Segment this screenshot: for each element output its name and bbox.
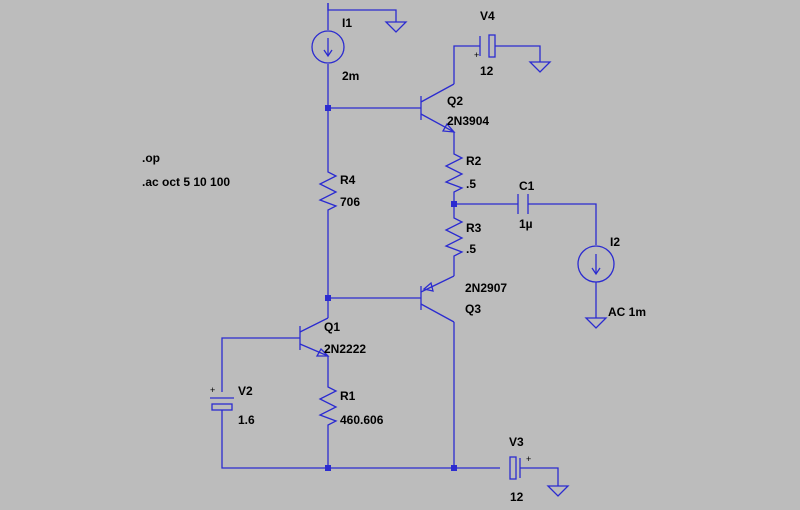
q2-name: Q2 <box>447 94 463 108</box>
transistor-q1[interactable]: Q1 2N2222 <box>299 317 366 357</box>
capacitor-c1[interactable]: C1 1µ <box>517 179 535 231</box>
resistor-r4[interactable]: R4 706 <box>318 168 360 212</box>
resistor-r2[interactable]: R2 .5 <box>444 150 482 194</box>
r2-name: R2 <box>466 154 482 168</box>
v4-value: 12 <box>480 64 494 78</box>
r2-value: .5 <box>466 177 476 191</box>
v3-value: 12 <box>510 490 524 504</box>
transistor-q2[interactable]: Q2 2N3904 <box>420 83 489 133</box>
r4-value: 706 <box>340 195 360 209</box>
junctions <box>325 105 457 471</box>
q2-model: 2N3904 <box>447 114 489 128</box>
v3-name: V3 <box>509 435 524 449</box>
voltage-source-v2[interactable]: + V2 1.6 <box>210 384 255 427</box>
v2-plus: + <box>210 385 215 395</box>
r1-value: 460.606 <box>340 413 384 427</box>
resistor-r1[interactable]: R1 460.606 <box>318 383 384 427</box>
voltage-source-v3[interactable]: + V3 12 <box>509 435 531 504</box>
i2-name: I2 <box>610 235 620 249</box>
v4-plus: + <box>474 50 479 60</box>
wires <box>221 3 597 486</box>
i2-value: AC 1m <box>608 305 646 319</box>
i1-name: I1 <box>342 16 352 30</box>
v4-name: V4 <box>480 9 495 23</box>
c1-name: C1 <box>519 179 535 193</box>
directive-op: .op <box>142 151 160 165</box>
q3-name: Q3 <box>465 302 481 316</box>
i1-value: 2m <box>342 69 359 83</box>
spice-directives: .op .ac oct 5 10 100 <box>142 151 230 189</box>
resistor-r3[interactable]: R3 .5 <box>444 214 482 258</box>
c1-value: 1µ <box>519 217 533 231</box>
v2-name: V2 <box>238 384 253 398</box>
v2-value: 1.6 <box>238 413 255 427</box>
r3-name: R3 <box>466 221 482 235</box>
q3-model: 2N2907 <box>465 281 507 295</box>
r3-value: .5 <box>466 242 476 256</box>
ground-symbols <box>384 21 608 497</box>
q1-name: Q1 <box>324 320 340 334</box>
transistor-q3[interactable]: 2N2907 Q3 <box>420 275 507 323</box>
directive-ac: .ac oct 5 10 100 <box>142 175 230 189</box>
r4-name: R4 <box>340 173 356 187</box>
r1-name: R1 <box>340 389 356 403</box>
voltage-source-v4[interactable]: + V4 12 <box>474 9 496 78</box>
q1-model: 2N2222 <box>324 342 366 356</box>
v3-plus: + <box>526 454 531 464</box>
current-source-i2[interactable]: I2 AC 1m <box>577 235 646 319</box>
current-source-i1[interactable]: I1 2m <box>311 16 359 83</box>
